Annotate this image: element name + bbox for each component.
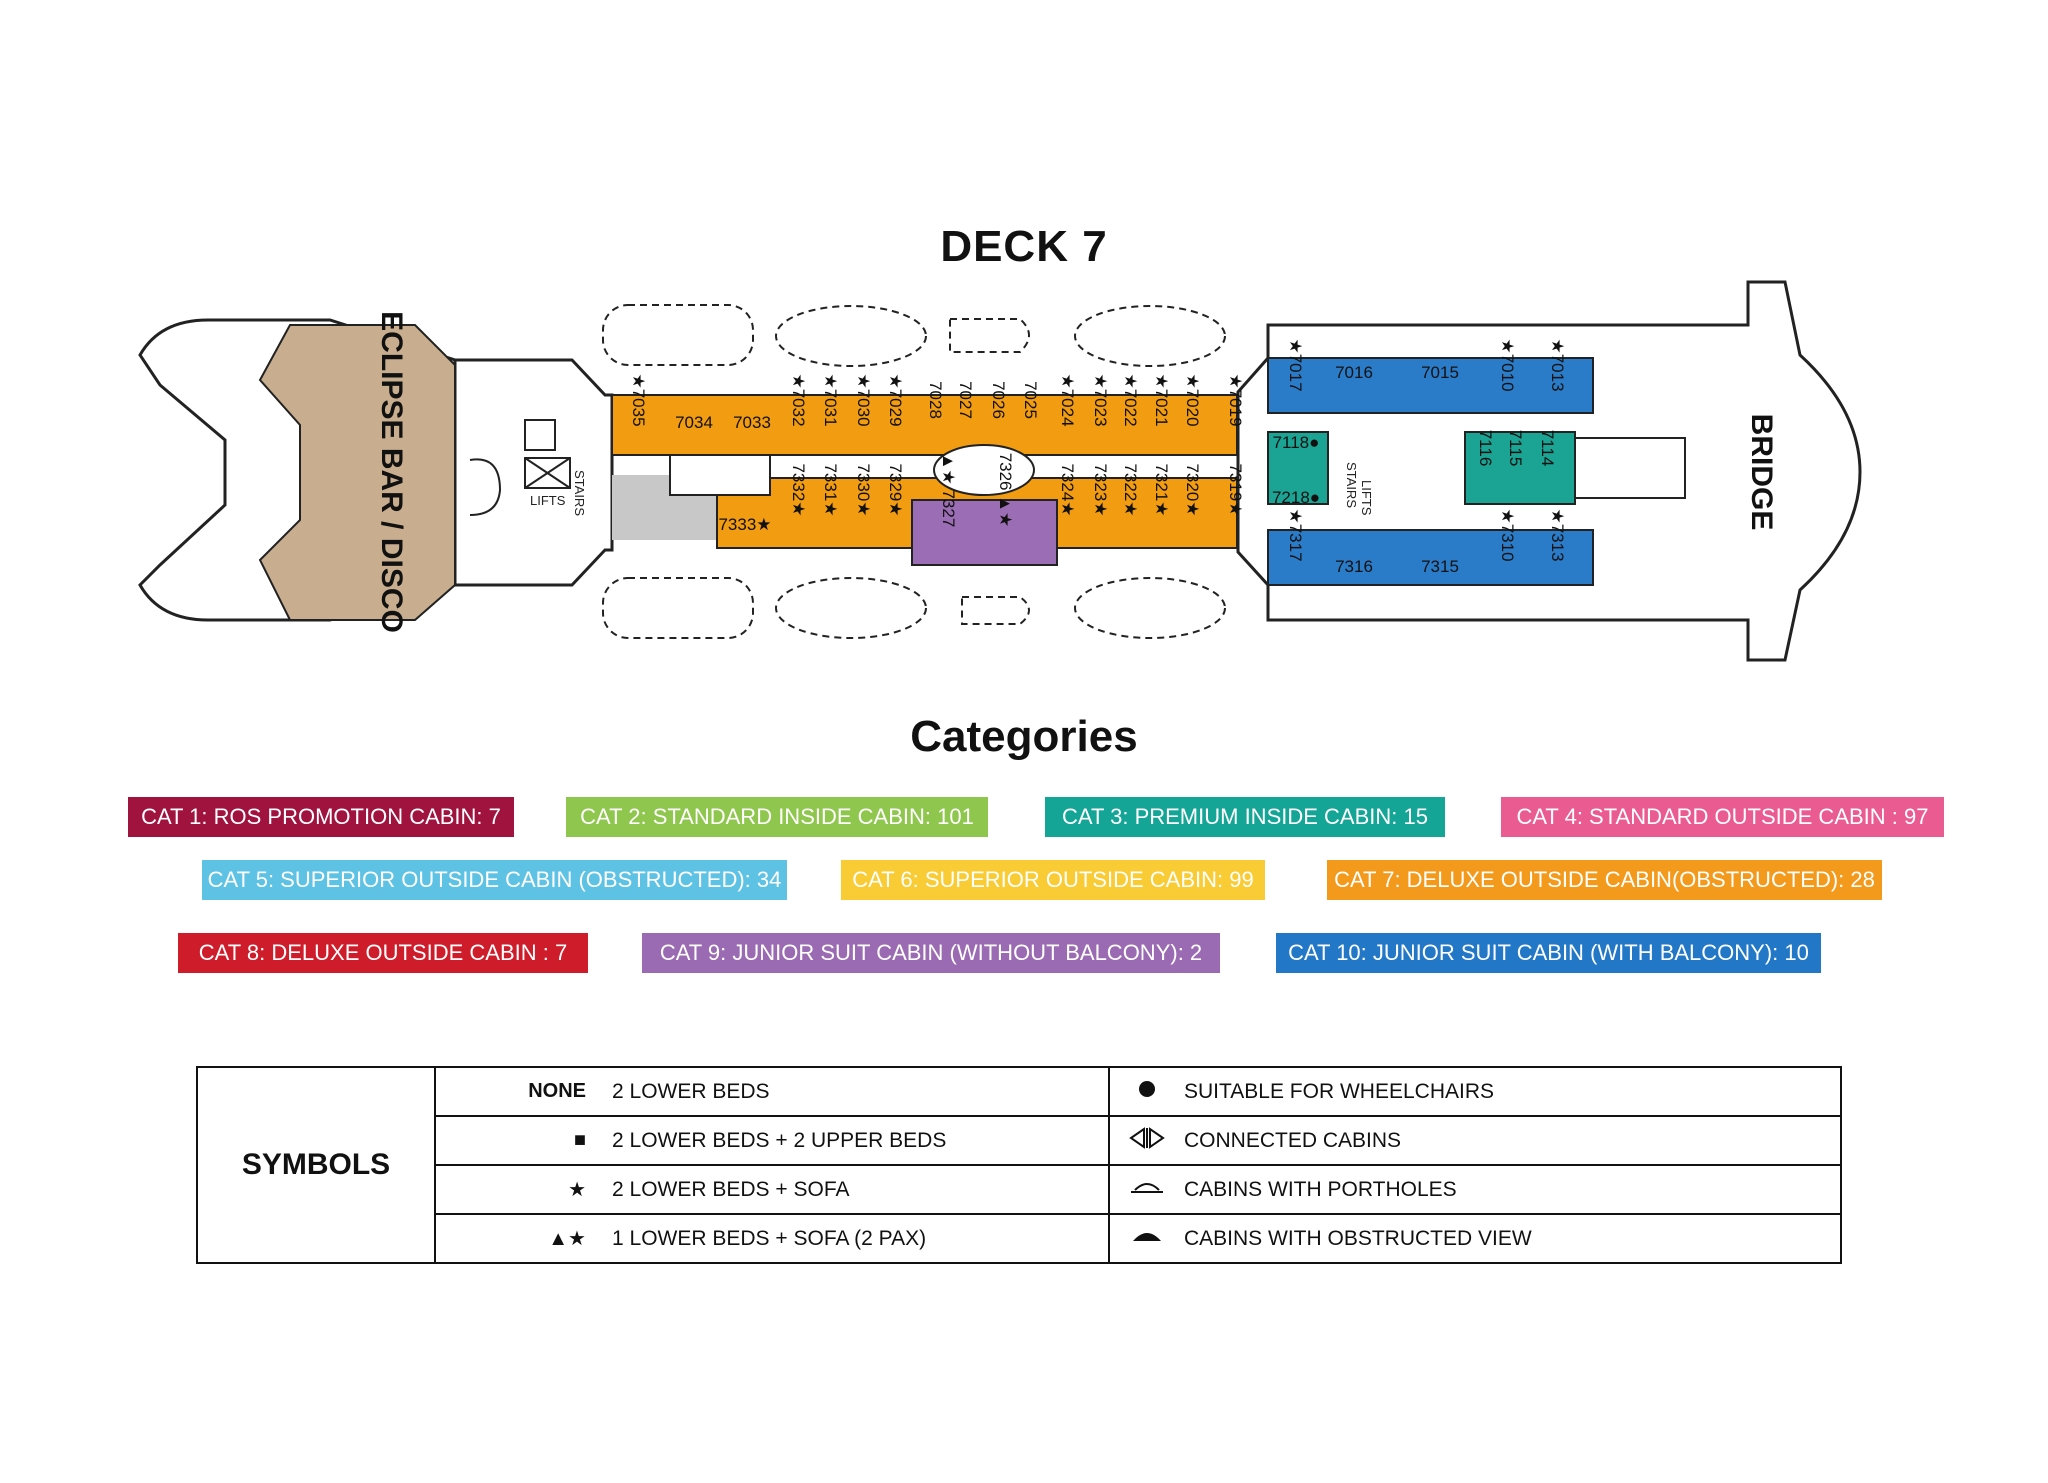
cabin-number: 7321★ (1152, 463, 1171, 516)
cabin-number: ★7313 (1548, 508, 1567, 561)
cabin-number: ★7019 (1226, 373, 1245, 426)
cabin-number: 7027 (956, 381, 975, 419)
cabin-number: 7329★ (886, 463, 905, 516)
cabin-number: 7326 ▲★ (996, 453, 1015, 528)
cabin-number: 7323★ (1091, 463, 1110, 516)
category-badge: CAT 7: DELUXE OUTSIDE CABIN(OBSTRUCTED):… (1327, 860, 1882, 900)
symbol-row: ★2 LOWER BEDS + SOFA CABINS WITH PORTHOLE… (197, 1164, 1842, 1215)
cabin-number: 7026 (989, 381, 1008, 419)
categories-title: Categories (910, 712, 1138, 761)
cabin-number: ★7035 (629, 373, 648, 426)
cabin-number: 7028 (926, 381, 945, 419)
bridge-label: BRIDGE (1745, 414, 1778, 531)
cabin-number: 7320★ (1183, 463, 1202, 516)
cabin-number: 7115 (1506, 430, 1525, 467)
symbol-description: 2 LOWER BEDS + SOFA (612, 1164, 1110, 1215)
category-badge: CAT 9: JUNIOR SUIT CABIN (WITHOUT BALCON… (642, 933, 1220, 973)
category-badge: CAT 6: SUPERIOR OUTSIDE CABIN: 99 (841, 860, 1265, 900)
cabin-number: ★7024 (1058, 373, 1077, 426)
symbol-description: 2 LOWER BEDS (612, 1066, 1110, 1117)
cabin-number: 7316 (1335, 557, 1373, 576)
cabin-number: 7331★ (821, 463, 840, 516)
category-badge: CAT 4: STANDARD OUTSIDE CABIN : 97 (1501, 797, 1944, 837)
porthole-icon (1108, 1164, 1184, 1215)
symbol-description: 1 LOWER BEDS + SOFA (2 PAX) (612, 1213, 1110, 1264)
aft-stairs-lifts (469, 419, 571, 516)
fwd-stairs-label: STAIRS (1344, 462, 1359, 508)
symbol-glyph: ■ (434, 1115, 612, 1166)
cabin-number: 7322★ (1121, 463, 1140, 516)
cabin-number: ▲★ 7327 (939, 453, 958, 528)
cabin-number: ★7017 (1286, 338, 1305, 391)
cabin-number: 7034 (675, 413, 713, 432)
category-badge: CAT 8: DELUXE OUTSIDE CABIN : 7 (178, 933, 588, 973)
cabin-number: ★7031 (821, 373, 840, 426)
cabin-number: 7025 (1021, 381, 1040, 419)
bridge-cabin-block (1267, 357, 1686, 586)
cabin-number: 7033 (733, 413, 771, 432)
cabin-number: 7315 (1421, 557, 1459, 576)
cabin-number: 7016 (1335, 363, 1373, 382)
symbol-glyph: NONE (434, 1066, 612, 1117)
cabin-number: 7319★ (1226, 463, 1245, 516)
cabin-number: 7332★ (789, 463, 808, 516)
cabin-number: ★7010 (1498, 338, 1517, 391)
wheelchair-dot-icon (1108, 1066, 1184, 1117)
cabin-number: ★7310 (1498, 508, 1517, 561)
deck-plan: ECLIPSE BAR / DISCO STAIRS LIFTS BRIDGE … (138, 280, 1862, 662)
cabin-number: ★7023 (1091, 373, 1110, 426)
cabin-number: 7333★ (718, 515, 771, 534)
cabin-number: 7015 (1421, 363, 1459, 382)
cabin-number: ★7317 (1286, 508, 1305, 561)
cabin-number: ★7030 (854, 373, 873, 426)
category-badge: CAT 1: ROS PROMOTION CABIN: 7 (128, 797, 514, 837)
cabin-number: ★7021 (1152, 373, 1171, 426)
cabin-number: 7324★ (1058, 463, 1077, 516)
cabin-number: ★7029 (886, 373, 905, 426)
category-badge: CAT 5: SUPERIOR OUTSIDE CABIN (OBSTRUCTE… (202, 860, 787, 900)
cabin-number: ★7020 (1183, 373, 1202, 426)
symbol-description: CONNECTED CABINS (1184, 1115, 1842, 1166)
aft-stairs-label: STAIRS (572, 470, 587, 516)
cabin-number: 7330★ (854, 463, 873, 516)
symbol-row: ■2 LOWER BEDS + 2 UPPER BEDS CONNECTED CA… (197, 1115, 1842, 1166)
fwd-cabin-block (611, 394, 1238, 566)
symbol-description: 2 LOWER BEDS + 2 UPPER BEDS (612, 1115, 1110, 1166)
category-badge: CAT 10: JUNIOR SUIT CABIN (WITH BALCONY)… (1276, 933, 1821, 973)
category-badge: CAT 3: PREMIUM INSIDE CABIN: 15 (1045, 797, 1445, 837)
obstructed-view-icon (1108, 1213, 1184, 1264)
symbol-glyph: ▲★ (434, 1213, 612, 1264)
cabin-number: 7218● (1272, 488, 1320, 507)
cabin-number: 7116 (1476, 430, 1495, 467)
symbol-glyph: ★ (434, 1164, 612, 1215)
cabin-number: 7118● (1273, 433, 1320, 452)
cabin-number: 7114 (1538, 430, 1557, 467)
symbol-description: SUITABLE FOR WHEELCHAIRS (1184, 1066, 1842, 1117)
eclipse-bar-area (258, 324, 456, 621)
cabin-number: ★7022 (1121, 373, 1140, 426)
aft-lifts-label: LIFTS (530, 493, 566, 508)
symbol-description: CABINS WITH OBSTRUCTED VIEW (1184, 1213, 1842, 1264)
cabin-labels: ★7035 7034 7033 ★7032 ★7031 ★7030 ★7029 7028 702… (629, 338, 1567, 576)
symbol-description: CABINS WITH PORTHOLES (1184, 1164, 1842, 1215)
category-badge: CAT 2: STANDARD INSIDE CABIN: 101 (566, 797, 988, 837)
cabin-number: ★7032 (789, 373, 808, 426)
cabin-number: ★7013 (1548, 338, 1567, 391)
fwd-lifts-label: LIFTS (1359, 480, 1374, 516)
lifeboats (602, 304, 1226, 639)
connected-cabins-icon (1108, 1115, 1184, 1166)
eclipse-bar-label: ECLIPSE BAR / DISCO (375, 311, 408, 633)
symbol-row: ▲★1 LOWER BEDS + SOFA (2 PAX) CABINS WITH… (197, 1213, 1842, 1264)
symbols-title: SYMBOLS (196, 1066, 436, 1264)
deck-title: DECK 7 (940, 222, 1108, 271)
